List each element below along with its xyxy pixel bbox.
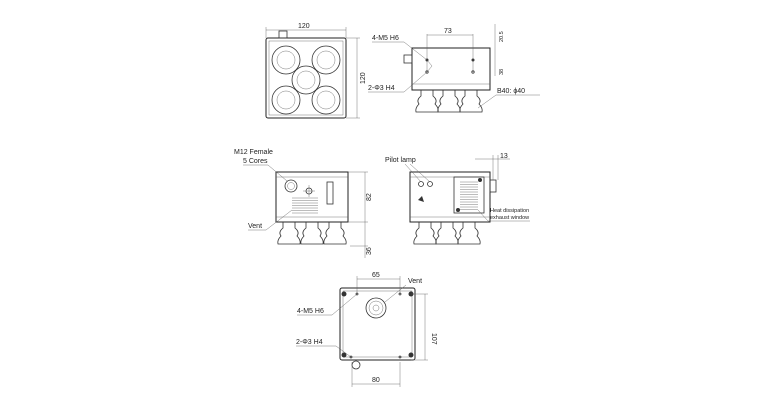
front-height-dim: 82 — [366, 193, 373, 201]
side-view: 73 20.5 38 4-M5 H6 2-Φ3 H4 B40: ϕ40 — [368, 24, 540, 113]
side-hole-dim: 38 — [499, 69, 505, 75]
suction-cup-inner — [276, 90, 296, 110]
rear-view: Pilot lamp 13 Heat dissipation exhaust w… — [385, 153, 530, 245]
suction-cup-outline — [291, 65, 321, 95]
side-pin-label: 2-Φ3 H4 — [368, 85, 395, 92]
suction-cup — [413, 222, 437, 245]
suction-cup-outline — [311, 85, 341, 115]
suction-cup-inner — [316, 50, 336, 70]
bottom-height-dim: 107 — [430, 333, 437, 345]
suction-cup-inner — [316, 90, 336, 110]
bottom-thread-label: 4-M5 H6 — [297, 308, 324, 315]
side-thread-label: 4-M5 H6 — [372, 35, 399, 42]
connector-label-2: 5 Cores — [243, 158, 268, 165]
suction-cup — [277, 222, 301, 245]
heat-label-1: Heat dissipation — [490, 208, 529, 214]
suction-cup — [323, 222, 347, 245]
heat-label-2: exhaust window — [490, 215, 529, 221]
suction-cup-outline — [271, 85, 301, 115]
bottom-vent-label: Vent — [408, 278, 422, 285]
suction-cup — [459, 90, 483, 113]
suction-cup-inner — [276, 50, 296, 70]
suction-cup-outline — [271, 45, 301, 75]
bottom-spacing-dim: 65 — [372, 272, 380, 279]
suction-cup — [457, 222, 481, 245]
bottom-pin-label: 2-Φ3 H4 — [296, 339, 323, 346]
front-cup-height-dim: 36 — [366, 247, 373, 255]
connector-dim: 13 — [500, 153, 508, 160]
suction-cup-outline — [311, 45, 341, 75]
suction-cup-inner — [296, 70, 316, 90]
suction-cup — [435, 222, 459, 245]
suction-cup — [415, 90, 439, 113]
side-cup-label: B40: ϕ40 — [497, 88, 525, 95]
top-view: 120 120 — [265, 23, 367, 119]
top-height-dim: 120 — [360, 72, 367, 84]
pilot-lamp-label: Pilot lamp — [385, 157, 416, 164]
suction-cup — [300, 222, 324, 245]
bottom-width-dim: 80 — [372, 377, 380, 384]
front-vent-label: Vent — [248, 223, 262, 230]
bottom-view: 65 Vent 4-M5 H6 2-Φ3 H4 107 80 — [296, 272, 437, 387]
top-width-dim: 120 — [298, 23, 310, 30]
connector-label-1: M12 Female — [234, 149, 273, 156]
side-top-offset-dim: 20.5 — [499, 31, 505, 42]
front-view: M12 Female 5 Cores Vent 82 36 — [234, 149, 373, 258]
suction-cup — [437, 90, 461, 113]
side-spacing-dim: 73 — [444, 28, 452, 35]
